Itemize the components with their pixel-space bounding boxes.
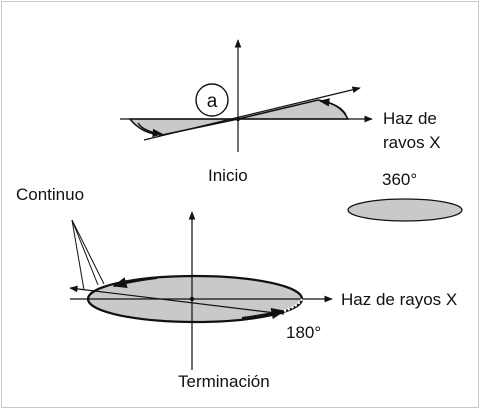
marker-label: a (207, 91, 218, 112)
start-diagram: a Haz de ravos X Inicio (120, 39, 441, 185)
full-rotation-label: 360° (382, 170, 417, 189)
end-diagram: Continuo Haz de rayos X 180° Terminación (16, 185, 457, 391)
half-rotation-label: 180° (286, 323, 321, 342)
xray-beam-line (69, 285, 285, 315)
rotation-arrow-bottom (241, 307, 286, 319)
continuous-pointer-3 (71, 219, 105, 285)
rotation-arrow-top (112, 277, 158, 289)
beam-label-bottom: Haz de rayos X (341, 290, 457, 309)
beam-label-top-line1: Haz de (383, 109, 437, 128)
end-segment-dashed (283, 298, 304, 313)
full-rotation-ellipse (347, 198, 463, 222)
continuous-label: Continuo (16, 185, 84, 204)
end-label: Terminación (178, 372, 270, 391)
continuous-pointer-1 (71, 219, 85, 291)
xray-beam-line (143, 86, 361, 141)
center-point (235, 116, 241, 122)
continuous-pointer-2 (71, 219, 99, 286)
marker-circle (195, 83, 229, 117)
center-point (189, 296, 195, 302)
right-sweep-area (237, 99, 350, 120)
full-rotation-symbol: 360° (347, 170, 463, 222)
beam-label-top-line2: ravos X (383, 133, 441, 152)
rotation-arrow-right (318, 98, 347, 116)
start-label: Inicio (208, 166, 248, 185)
rotation-arrow-left (137, 122, 164, 138)
